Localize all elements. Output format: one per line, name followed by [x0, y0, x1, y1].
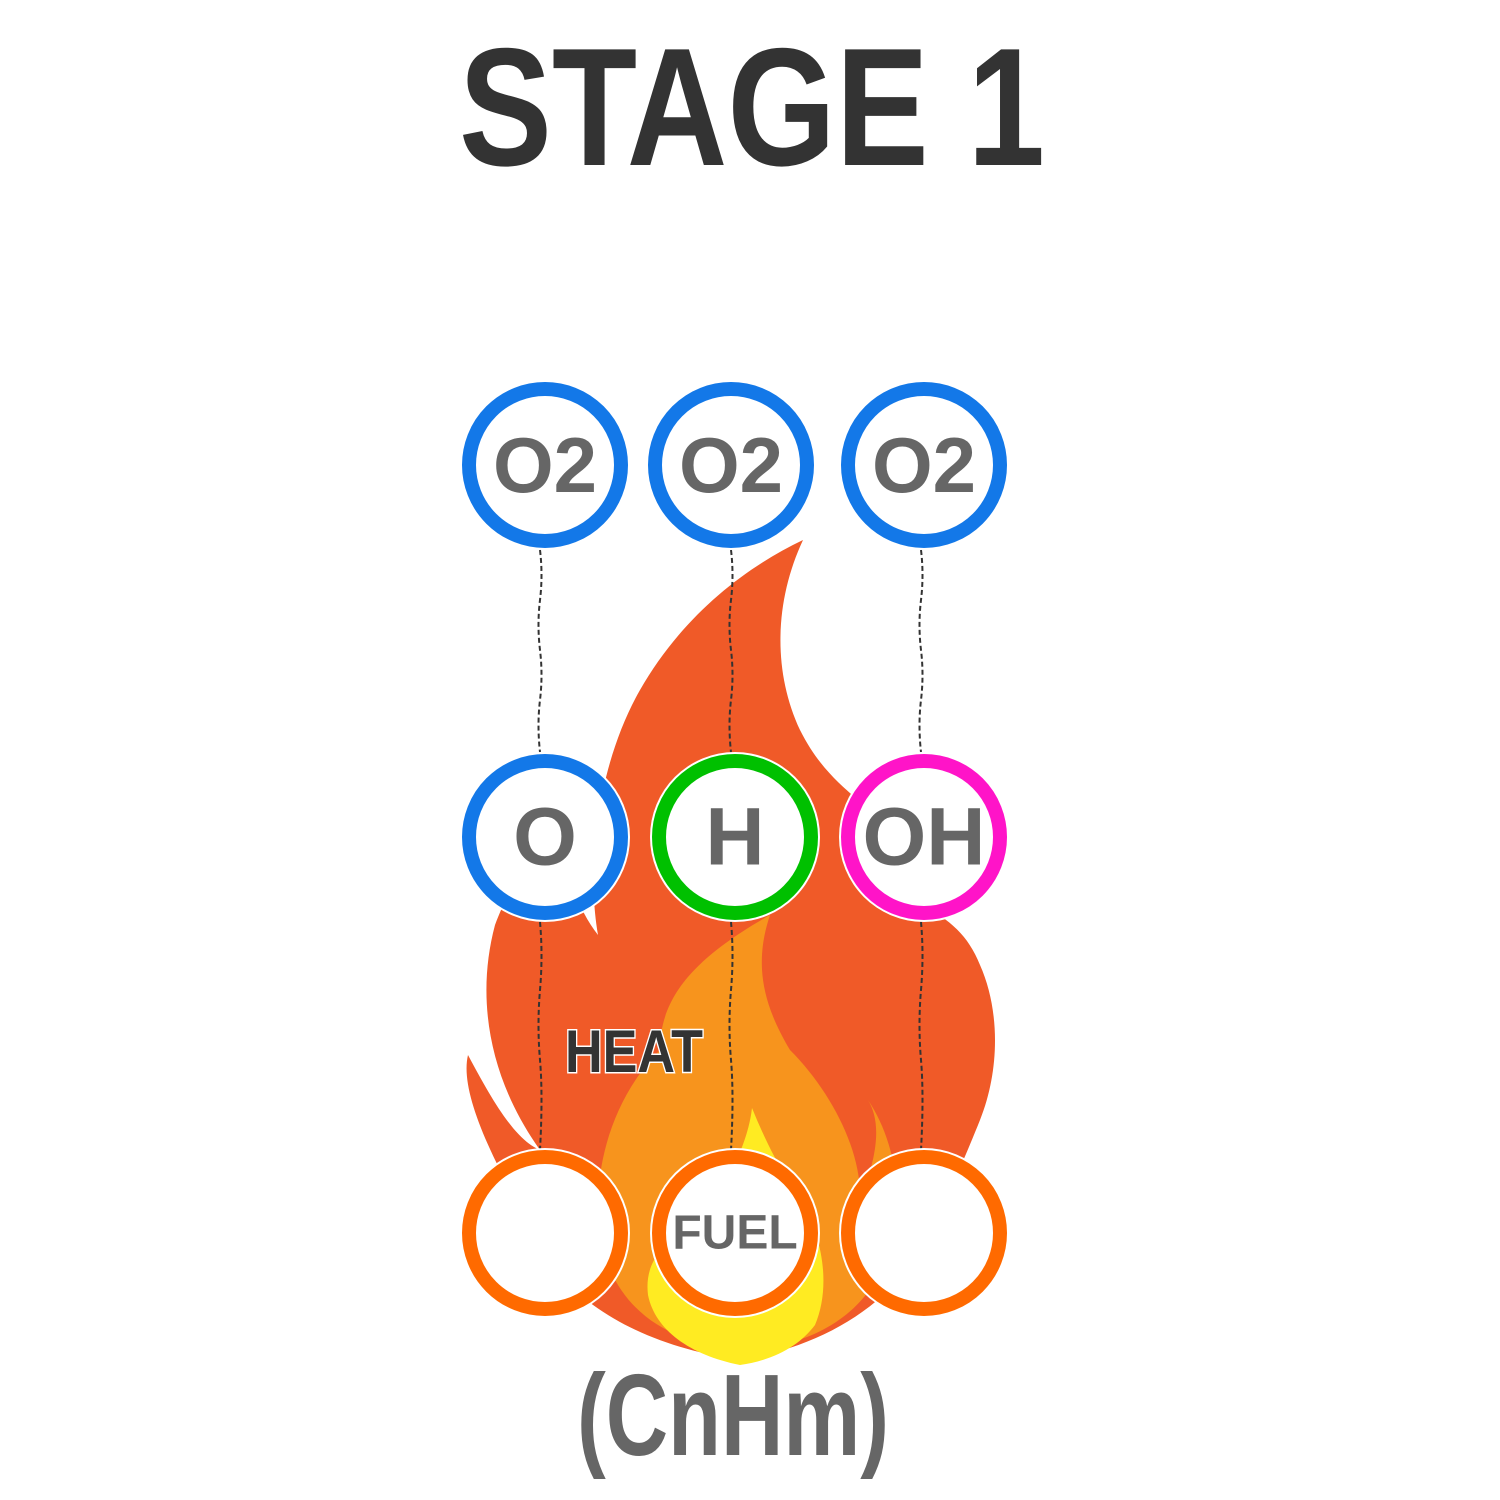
fuel-row: FUEL — [460, 1148, 1009, 1318]
node-label: O2 — [679, 421, 783, 509]
node-ring — [652, 754, 818, 920]
molecule-node-o2-b: O2 — [646, 380, 816, 550]
molecule-node-fuel-center: FUEL — [650, 1148, 820, 1318]
molecule-node-o2-a: O2 — [460, 380, 630, 550]
node-label: OH — [863, 792, 986, 883]
oxygen-molecule-row: O2 O2 O2 — [460, 380, 1009, 550]
molecule-node-h: H — [650, 752, 820, 922]
connector-center-upper — [728, 549, 734, 753]
molecule-node-o2-c: O2 — [839, 380, 1009, 550]
node-ring — [841, 1150, 1007, 1316]
node-ring — [648, 382, 814, 548]
node-label: O2 — [493, 421, 597, 509]
node-ring — [652, 1150, 818, 1316]
connector-left-upper — [537, 549, 543, 753]
node-label: FUEL — [672, 1207, 797, 1260]
connector-center-lower — [728, 921, 734, 1151]
connectors — [537, 549, 924, 1151]
heat-label: HEAT — [565, 1018, 703, 1085]
connector-right-upper — [918, 549, 924, 753]
node-label: H — [705, 792, 764, 883]
node-ring — [841, 382, 1007, 548]
connector-right-lower — [918, 921, 924, 1151]
molecule-node-o: O — [460, 752, 630, 922]
connector-left-lower — [537, 921, 543, 1151]
molecule-node-fuel-left — [460, 1148, 630, 1318]
node-ring — [462, 382, 628, 548]
node-ring — [462, 1150, 628, 1316]
molecule-node-fuel-right — [839, 1148, 1009, 1318]
node-label: O — [513, 792, 577, 883]
node-ring — [841, 754, 1007, 920]
fuel-formula: (CnHm) — [577, 1350, 889, 1480]
page-title: STAGE 1 — [459, 13, 1045, 201]
node-ring — [462, 754, 628, 920]
node-label: O2 — [872, 421, 976, 509]
molecule-node-oh: OH — [839, 752, 1009, 922]
